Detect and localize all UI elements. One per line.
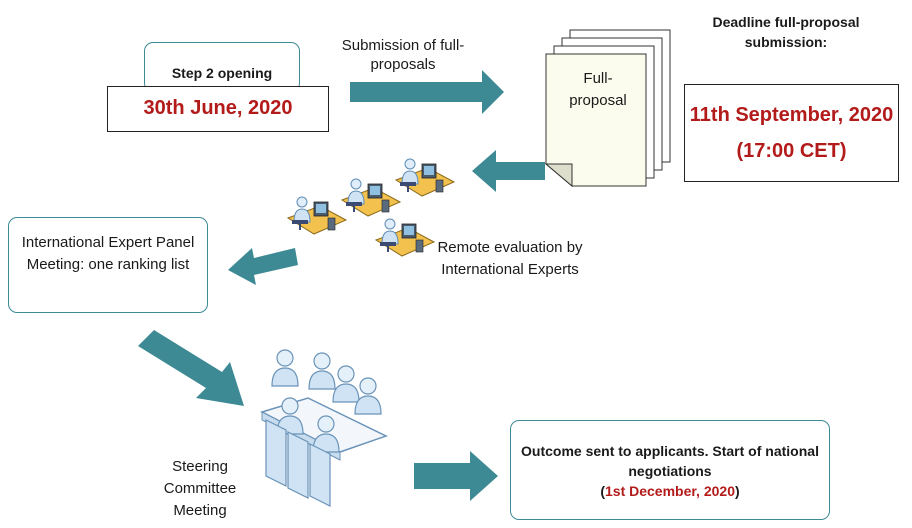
panel-meeting-box: International Expert Panel Meeting: one …: [8, 217, 208, 313]
expert-workstation-icon: [287, 196, 347, 235]
deadline-title: Deadline full-proposal submission:: [712, 14, 860, 50]
document-label: Full-proposal: [569, 70, 627, 109]
outcome-date-open: (: [600, 483, 605, 499]
arrow-icon: [228, 248, 298, 285]
arrow-icon: [472, 150, 545, 192]
panel-meeting-text: International Expert Panel Meeting: one …: [21, 234, 195, 273]
meeting-table-icon: [260, 349, 388, 507]
step2-date-box: 30th June, 2020: [107, 86, 329, 132]
outcome-date-close: ): [734, 483, 740, 499]
outcome-description: Outcome sent to applicants. Start of nat…: [521, 443, 819, 479]
arrow-icon: [414, 451, 498, 501]
outcome-date: 1st December, 2020: [605, 483, 735, 499]
submission-caption: Submission of full-proposals: [341, 37, 465, 73]
expert-workstation-icon: [341, 178, 401, 217]
arrow-icon: [138, 330, 244, 406]
document-stack-icon: [544, 29, 671, 188]
outcome-text: Outcome sent to applicants. Start of nat…: [511, 441, 829, 501]
deadline-date: 11th September, 2020 (17:00 CET): [689, 104, 894, 162]
step2-label-box: Step 2 opening: [144, 42, 300, 92]
expert-workstation-icon: [375, 218, 435, 257]
step2-date: 30th June, 2020: [143, 97, 293, 119]
steering-caption: Steering Committee Meeting: [163, 458, 237, 519]
remote-evaluation-caption: Remote evaluation by International Exper…: [437, 239, 583, 278]
deadline-date-box: 11th September, 2020 (17:00 CET): [684, 84, 899, 182]
arrow-icon: [350, 70, 504, 114]
outcome-box: Outcome sent to applicants. Start of nat…: [510, 420, 830, 520]
expert-workstation-icon: [395, 158, 455, 197]
step2-label: Step 2 opening: [171, 65, 273, 81]
